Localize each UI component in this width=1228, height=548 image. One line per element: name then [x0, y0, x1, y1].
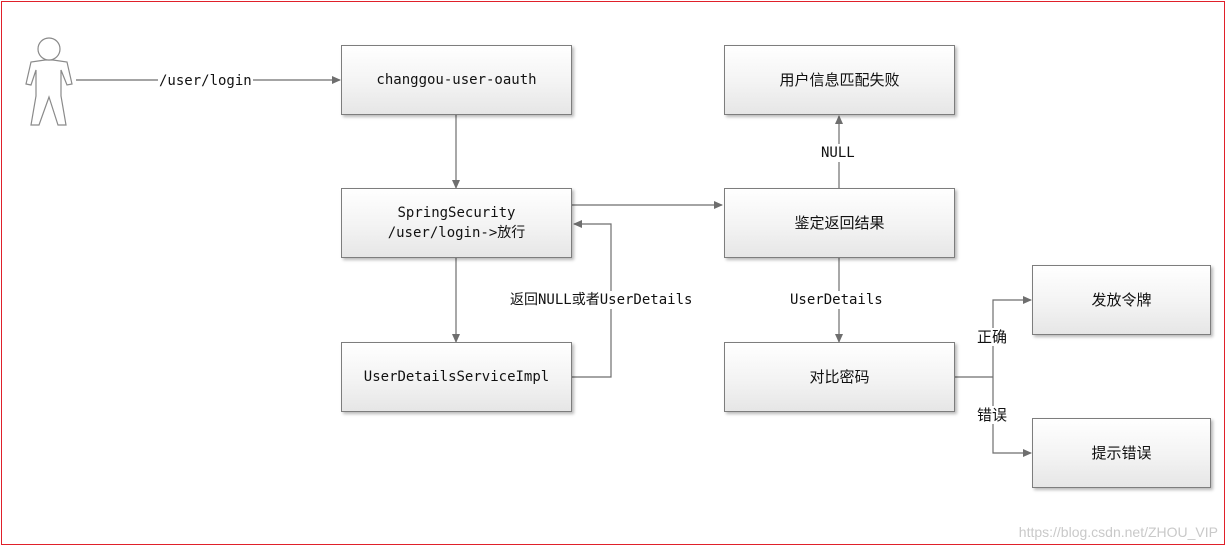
compare-password-box: 对比密码 [724, 342, 955, 412]
edge-label-login: /user/login [158, 72, 253, 90]
auth-result-box: 鉴定返回结果 [724, 188, 955, 258]
arrow-compare-to-token [992, 296, 1032, 377]
arrow-compare-to-error [992, 377, 1032, 457]
spring-security-title: SpringSecurity [397, 205, 516, 221]
edge-label-correct: 正确 [976, 328, 1009, 346]
user-actor-icon [25, 37, 73, 126]
edge-label-return-null-or-details: 返回NULL或者UserDetails [509, 291, 694, 309]
user-details-service-label: UserDetailsServiceImpl [363, 369, 550, 385]
spring-security-rule: /user/login->放行 [387, 225, 526, 241]
issue-token-label: 发放令牌 [1091, 291, 1152, 309]
user-details-service-box: UserDetailsServiceImpl [341, 342, 572, 412]
show-error-label: 提示错误 [1091, 444, 1152, 462]
oauth-service-box: changgou-user-oauth [341, 45, 572, 115]
oauth-service-label: changgou-user-oauth [376, 72, 537, 88]
match-failed-label: 用户信息匹配失败 [779, 71, 900, 89]
spring-security-box: SpringSecurity /user/login->放行 [341, 188, 572, 258]
edge-label-wrong: 错误 [976, 406, 1009, 424]
auth-result-label: 鉴定返回结果 [794, 214, 885, 232]
watermark: https://blog.csdn.net/ZHOU_VIP [1018, 524, 1218, 540]
match-failed-box: 用户信息匹配失败 [724, 45, 955, 115]
edge-label-user-details: UserDetails [789, 291, 884, 309]
issue-token-box: 发放令牌 [1032, 265, 1211, 335]
edge-label-null: NULL [820, 144, 856, 162]
show-error-box: 提示错误 [1032, 418, 1211, 488]
compare-password-label: 对比密码 [809, 368, 870, 386]
